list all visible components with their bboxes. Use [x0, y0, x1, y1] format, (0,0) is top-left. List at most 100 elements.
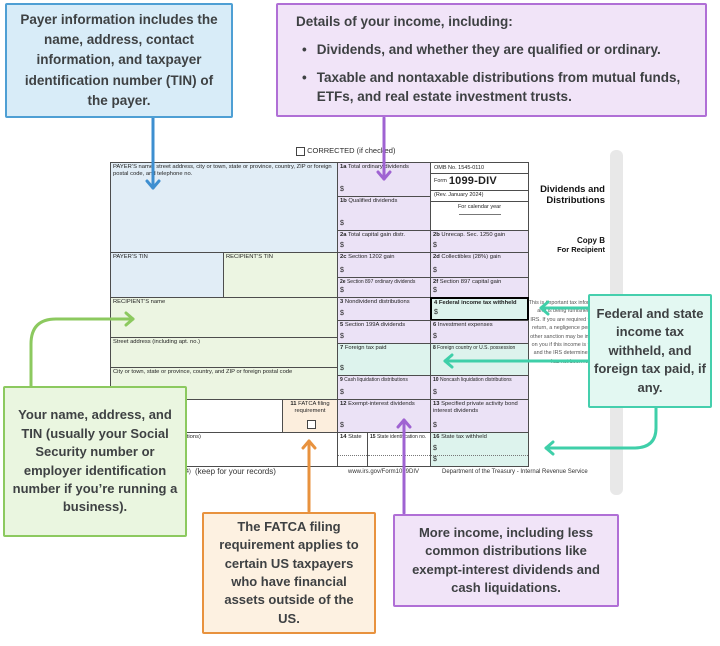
street-address-box: Street address (including apt. no.): [110, 337, 338, 368]
box-2b: 2b Unrecap. Sec. 1250 gain $: [430, 230, 529, 253]
callout-income-intro: Details of your income, including:: [296, 14, 513, 30]
callout-income-bullet-1: Dividends, and whether they are qualifie…: [296, 41, 661, 60]
calendar-year-blank: [458, 214, 501, 216]
box-3-label: 3 Nondividend distributions: [340, 299, 410, 305]
revision-label: (Rev. January 2024): [431, 191, 528, 202]
payer-tin-label: PAYER’S TIN: [113, 254, 148, 260]
box-2d-label: 2d Collectibles (28%) gain: [433, 254, 501, 260]
box-4-dollar: $: [434, 309, 438, 317]
corrected-row: CORRECTED (if checked): [296, 146, 395, 156]
box-2f-dollar: $: [433, 287, 437, 295]
box-2a-label: 2a Total capital gain distr.: [340, 232, 406, 238]
box-10-label: 10 Noncash liquidation distributions: [433, 377, 512, 383]
callout-more-income: More income, including less common distr…: [393, 514, 619, 607]
box-16-dollar-2: $: [433, 456, 437, 464]
box-2f: 2f Section 897 capital gain $: [430, 277, 529, 298]
box-7: 7 Foreign tax paid $: [337, 343, 431, 376]
box-13: 13 Specified private activity bond inter…: [430, 399, 529, 433]
box-2e-label: 2e Section 897 ordinary dividends: [340, 279, 416, 285]
payer-tin-box: PAYER’S TIN: [110, 252, 224, 298]
box-11-label: 11 FATCA filing requirement: [290, 401, 330, 415]
recipient-name-label: RECIPIENT’S name: [113, 299, 166, 305]
box-5-dollar: $: [340, 333, 344, 341]
divider: [338, 455, 367, 456]
box-2f-label: 2f Section 897 capital gain: [433, 279, 502, 285]
fatca-checkbox: [307, 420, 316, 429]
box-2e-dollar: $: [340, 287, 344, 295]
box-3-dollar: $: [340, 310, 344, 318]
box-6-label: 6 Investment expenses: [433, 322, 493, 328]
box-2e: 2e Section 897 ordinary dividends $: [337, 277, 431, 298]
box-2d-dollar: $: [433, 267, 437, 275]
box-2b-label: 2b Unrecap. Sec. 1250 gain: [433, 232, 506, 238]
callout-payer-info: Payer information includes the name, add…: [5, 3, 233, 118]
box-12-label: 12 Exempt-interest dividends: [340, 401, 415, 407]
payer-info-box: PAYER’S name, street address, city or to…: [110, 162, 338, 253]
callout-more-income-text: More income, including less common distr…: [412, 524, 600, 595]
callout-withholding-text: Federal and state income tax withheld, a…: [594, 305, 706, 395]
box-14: 14 State: [337, 432, 368, 467]
box-2c-dollar: $: [340, 267, 344, 275]
callout-income-bullet-2: Taxable and nontaxable distributions fro…: [296, 69, 687, 107]
payer-info-label: PAYER’S name, street address, city or to…: [113, 164, 332, 178]
copy-block: Copy B For Recipient: [520, 236, 605, 254]
form-title: Dividends and Distributions: [540, 184, 605, 207]
box-5: 5 Section 199A dividends $: [337, 320, 431, 344]
box-1a: 1a Total ordinary dividends $: [337, 162, 431, 197]
box-1b: 1b Qualified dividends $: [337, 196, 431, 231]
callout-withholding: Federal and state income tax withheld, a…: [588, 294, 712, 408]
box-4-federal-withheld: 4 Federal income tax withheld $: [430, 297, 529, 321]
box-9: 9 Cash liquidation distributions $: [337, 375, 431, 400]
box-9-label: 9 Cash liquidation distributions: [340, 377, 408, 383]
recipient-tin-box: RECIPIENT’S TIN: [223, 252, 338, 298]
divider: [431, 455, 528, 456]
city-label: City or town, state or province, country…: [113, 369, 293, 375]
box-14-label: 14 State: [340, 434, 362, 440]
recipient-name-box: RECIPIENT’S name: [110, 297, 338, 338]
box-11-fatca: 11 FATCA filing requirement: [282, 399, 338, 433]
box-2c: 2c Section 1202 gain $: [337, 252, 431, 278]
box-6-dollar: $: [433, 333, 437, 341]
footer-url: www.irs.gov/Form1099DIV: [348, 469, 420, 475]
callout-fatca-text: The FATCA filing requirement applies to …: [219, 518, 359, 626]
callout-fatca: The FATCA filing requirement applies to …: [202, 512, 376, 634]
form-number-row: Form 1099-DIV: [431, 174, 528, 191]
footer-dept: Department of the Treasury - Internal Re…: [442, 469, 588, 475]
box-13-dollar: $: [433, 422, 437, 430]
box-5-label: 5 Section 199A dividends: [340, 322, 406, 328]
street-address-label: Street address (including apt. no.): [113, 339, 201, 345]
box-16-dollar-1: $: [433, 445, 437, 452]
box-2b-dollar: $: [433, 242, 437, 250]
for-recipient-label: For Recipient: [557, 245, 605, 254]
box-16: 16 State tax withheld $ $: [430, 432, 529, 467]
omb-box: OMB No. 1545-0110 Form 1099-DIV (Rev. Ja…: [430, 162, 529, 231]
calendar-year-row: For calendar year: [431, 202, 528, 218]
box-4-label: 4 Federal income tax withheld: [434, 300, 517, 306]
box-1a-label: 1a Total ordinary dividends: [340, 164, 409, 170]
box-8: 8 Foreign country or U.S. possession: [430, 343, 529, 376]
copy-b-label: Copy B: [577, 236, 605, 245]
callout-recipient-info: Your name, address, and TIN (usually you…: [3, 386, 187, 537]
divider: [368, 455, 430, 456]
box-15-label: 15 State identification no.: [370, 434, 427, 440]
box-13-label: 13 Specified private activity bond inter…: [433, 401, 518, 415]
box-7-dollar: $: [340, 365, 344, 373]
box-7-label: 7 Foreign tax paid: [340, 345, 387, 351]
box-15: 15 State identification no.: [367, 432, 431, 467]
box-2d: 2d Collectibles (28%) gain $: [430, 252, 529, 278]
recipient-tin-label: RECIPIENT’S TIN: [226, 254, 273, 260]
form-word: Form: [434, 178, 447, 185]
box-12: 12 Exempt-interest dividends $: [337, 399, 431, 433]
callout-income-details: Details of your income, including: Divid…: [276, 3, 707, 117]
callout-payer-info-text: Payer information includes the name, add…: [20, 11, 218, 108]
box-10: 10 Noncash liquidation distributions $: [430, 375, 529, 400]
calendar-year-label: For calendar year: [457, 203, 502, 210]
box-2a: 2a Total capital gain distr. $: [337, 230, 431, 253]
omb-number: OMB No. 1545-0110: [431, 163, 528, 174]
arrow-state-withheld: [544, 405, 658, 456]
box-1b-label: 1b Qualified dividends: [340, 198, 398, 204]
corrected-label: CORRECTED (if checked): [307, 146, 396, 155]
box-1a-dollar: $: [340, 186, 344, 194]
box-1b-dollar: $: [340, 220, 344, 228]
